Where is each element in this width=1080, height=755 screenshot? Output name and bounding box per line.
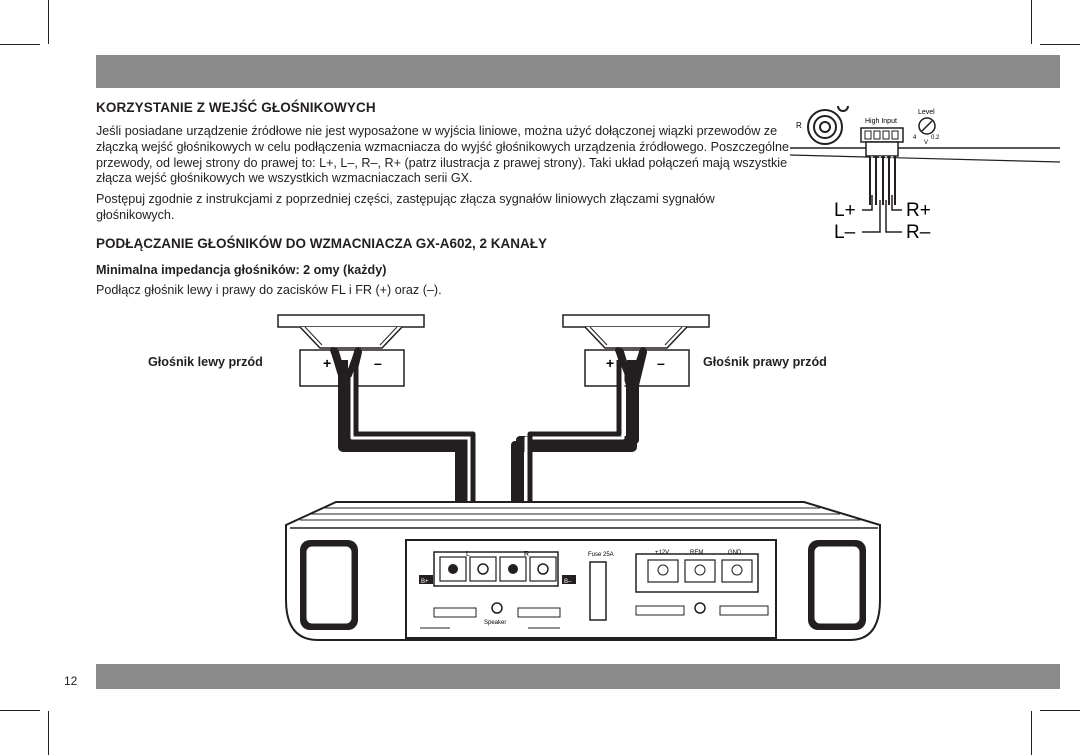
speaker-right xyxy=(562,314,710,387)
r-label: R xyxy=(796,121,802,130)
left-speaker-label: Głośnik lewy przód xyxy=(148,355,263,369)
high-input-connector xyxy=(860,127,904,205)
level-unit: V xyxy=(924,140,928,146)
amp-speaker-label: Speaker xyxy=(484,620,506,626)
wiring-diagram: + – + – xyxy=(277,314,881,641)
speaker-lead-tips xyxy=(330,347,646,378)
header-bar xyxy=(96,55,1060,88)
pin-label-l-minus: L– xyxy=(834,222,856,243)
right-speaker-plus: + xyxy=(606,355,614,371)
amp-bridge-plus: B+ xyxy=(421,579,429,585)
footer-bar xyxy=(96,664,1060,689)
min-impedance-subtitle: Minimalna impedancja głośników: 2 omy (k… xyxy=(96,263,387,277)
crop-mark xyxy=(0,44,40,45)
amp-channel-l: L xyxy=(466,551,470,558)
level-label: Level xyxy=(918,109,935,116)
crop-mark xyxy=(0,710,40,711)
page-number: 12 xyxy=(64,674,78,688)
amp-channel-r: R xyxy=(524,551,529,558)
pin-label-l-plus: L+ xyxy=(834,200,856,221)
high-input-diagram: R High Input Level 4 0.2 V L+ L– R+ R– xyxy=(790,105,1060,243)
amp-fuse-label: Fuse 25A xyxy=(588,552,614,558)
crop-mark xyxy=(48,711,49,755)
paragraph-connect-speakers: Podłącz głośnik lewy i prawy do zacisków… xyxy=(96,283,442,297)
level-min: 4 xyxy=(913,135,917,141)
crop-mark xyxy=(1040,710,1080,711)
left-speaker-minus: – xyxy=(374,355,382,371)
amp-gnd-label: GND xyxy=(728,550,742,556)
high-input-label: High Input xyxy=(865,118,897,125)
crop-mark xyxy=(1040,44,1080,45)
paragraph-speaker-inputs: Jeśli posiadane urządzenie źródłowe nie … xyxy=(96,124,789,186)
right-speaker-label: Głośnik prawy przód xyxy=(703,355,827,369)
amp-12v-label: +12V xyxy=(655,550,669,556)
rca-jack-icon xyxy=(807,105,849,145)
amp-terminal-screws xyxy=(448,563,549,575)
amp-bridge-minus: B– xyxy=(564,579,572,585)
amplifier xyxy=(285,501,881,641)
crop-mark xyxy=(1031,0,1032,44)
pin-label-r-minus: R– xyxy=(906,222,931,243)
crop-mark xyxy=(1031,711,1032,755)
left-speaker-plus: + xyxy=(323,355,331,371)
pin-label-r-plus: R+ xyxy=(906,200,931,221)
level-knob-icon xyxy=(918,117,936,135)
amp-rem-label: REM xyxy=(690,550,703,556)
level-max: 0.2 xyxy=(931,135,940,141)
right-speaker-minus: – xyxy=(657,355,665,371)
section-title-connecting-speakers: PODŁĄCZANIE GŁOŚNIKÓW DO WZMACNIACZA GX-… xyxy=(96,236,548,251)
crop-mark xyxy=(48,0,49,44)
paragraph-follow-instructions: Postępuj zgodnie z instrukcjami z poprze… xyxy=(96,192,715,222)
section-title-speaker-inputs: KORZYSTANIE Z WEJŚĆ GŁOŚNIKOWYCH xyxy=(96,100,376,115)
